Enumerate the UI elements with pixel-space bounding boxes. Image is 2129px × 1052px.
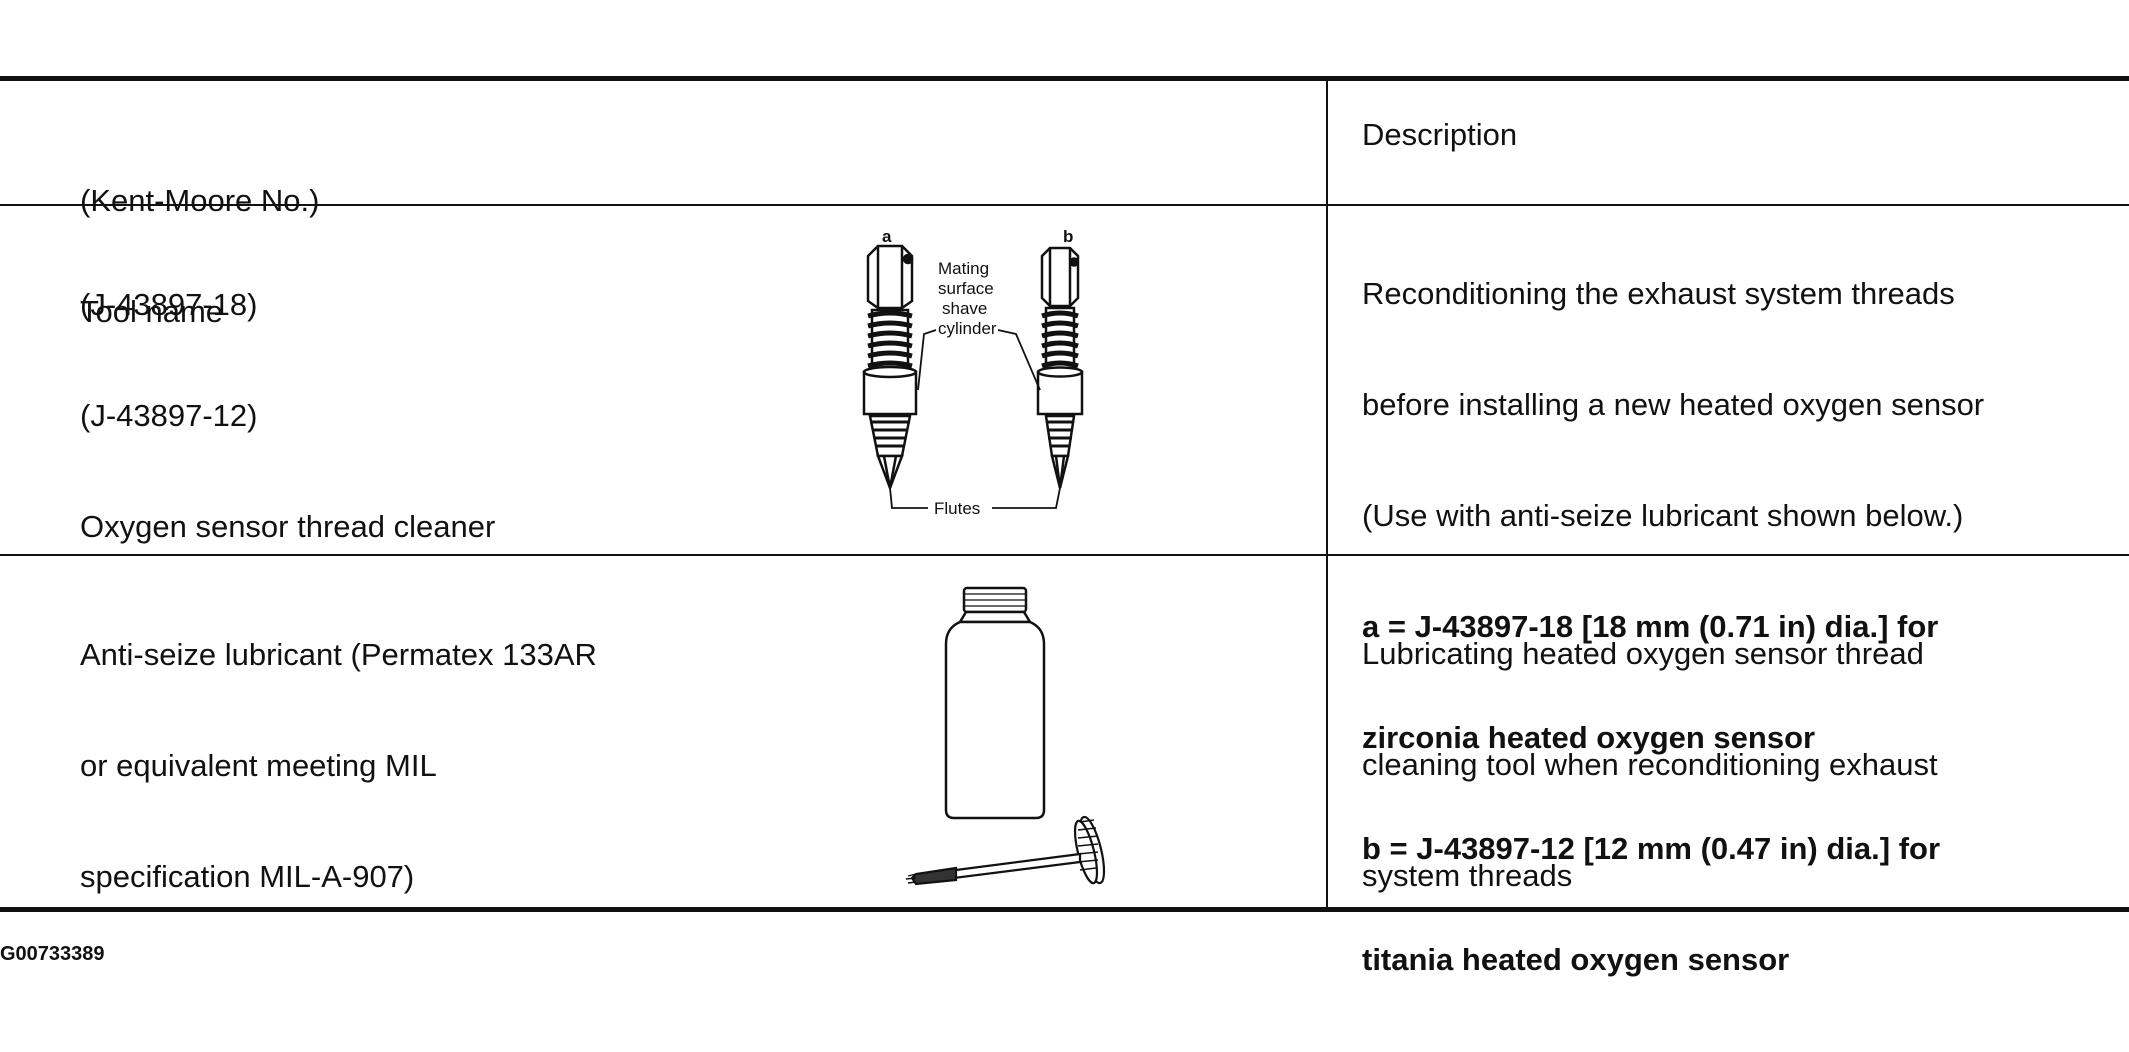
lubricant-jar-brush-illustration xyxy=(905,586,1106,886)
special-tools-table: (Kent-Moore No.) Tool name Description (… xyxy=(0,76,2129,977)
description-bold-line: a = J-43897-18 [18 mm (0.71 in) dia.] fo… xyxy=(1362,609,1939,644)
tool-line: Oxygen sensor thread cleaner xyxy=(80,509,496,544)
header-tool-line: (Kent-Moore No.) xyxy=(80,183,320,218)
row2-description: Lubricating heated oxygen sensor thread … xyxy=(1362,561,1938,968)
description-line: cleaning tool when reconditioning exhaus… xyxy=(1362,747,1938,782)
callout-mating-line: shave xyxy=(942,299,987,318)
tool-line: (J-43897-18) xyxy=(80,287,258,322)
header-row-rule xyxy=(0,204,2129,206)
callout-mating-line: cylinder xyxy=(938,319,997,338)
applicator-brush xyxy=(905,815,1106,886)
flutes-callout: Flutes xyxy=(889,487,1061,518)
description-line: system threads xyxy=(1362,858,1573,893)
figure-id: G00733389 xyxy=(0,943,105,965)
table-bottom-rule xyxy=(0,907,2129,912)
row-divider-rule xyxy=(0,554,2129,556)
tool-line: specification MIL-A-907) xyxy=(80,859,415,894)
mating-surface-callout: Mating surface shave cylinder xyxy=(917,259,1041,391)
description-line: Reconditioning the exhaust system thread… xyxy=(1362,276,1955,311)
description-line: Lubricating heated oxygen sensor thread xyxy=(1362,636,1924,671)
table-top-rule xyxy=(0,76,2129,81)
description-line: before installing a new heated oxygen se… xyxy=(1362,387,1985,422)
row2-tool-name: Anti-seize lubricant (Permatex 133AR or … xyxy=(80,562,597,969)
description-bold-line: titania heated oxygen sensor xyxy=(1362,942,1790,977)
column-divider xyxy=(1326,76,1328,912)
description-line: (Use with anti-seize lubricant shown bel… xyxy=(1362,498,1964,533)
header-description: Description xyxy=(1362,117,1518,152)
tool-line: (J-43897-12) xyxy=(80,398,258,433)
header-tool-name: (Kent-Moore No.) Tool name xyxy=(80,108,319,404)
row1-tool-name: (J-43897-18) (J-43897-12) Oxygen sensor … xyxy=(80,212,495,619)
callout-mating-line: surface xyxy=(938,279,994,298)
header-tool-line: Tool name xyxy=(80,294,224,329)
callout-flutes-label: Flutes xyxy=(934,499,980,518)
figure-label-b: b xyxy=(1063,227,1073,246)
tool-line: or equivalent meeting MIL xyxy=(80,748,437,783)
description-bold-line: b = J-43897-12 [12 mm (0.47 in) dia.] fo… xyxy=(1362,831,1941,866)
callout-mating-line: Mating xyxy=(938,259,989,278)
thread-cleaner-b xyxy=(1036,246,1084,489)
description-bold-line: zirconia heated oxygen sensor xyxy=(1362,720,1816,755)
thread-cleaner-illustration: a b xyxy=(862,227,1084,518)
thread-cleaner-a xyxy=(862,244,918,492)
row1-description: Reconditioning the exhaust system thread… xyxy=(1362,201,1984,1052)
figure-label-a: a xyxy=(882,227,892,246)
tool-line: Anti-seize lubricant (Permatex 133AR xyxy=(80,637,597,672)
lubricant-jar xyxy=(944,586,1046,820)
